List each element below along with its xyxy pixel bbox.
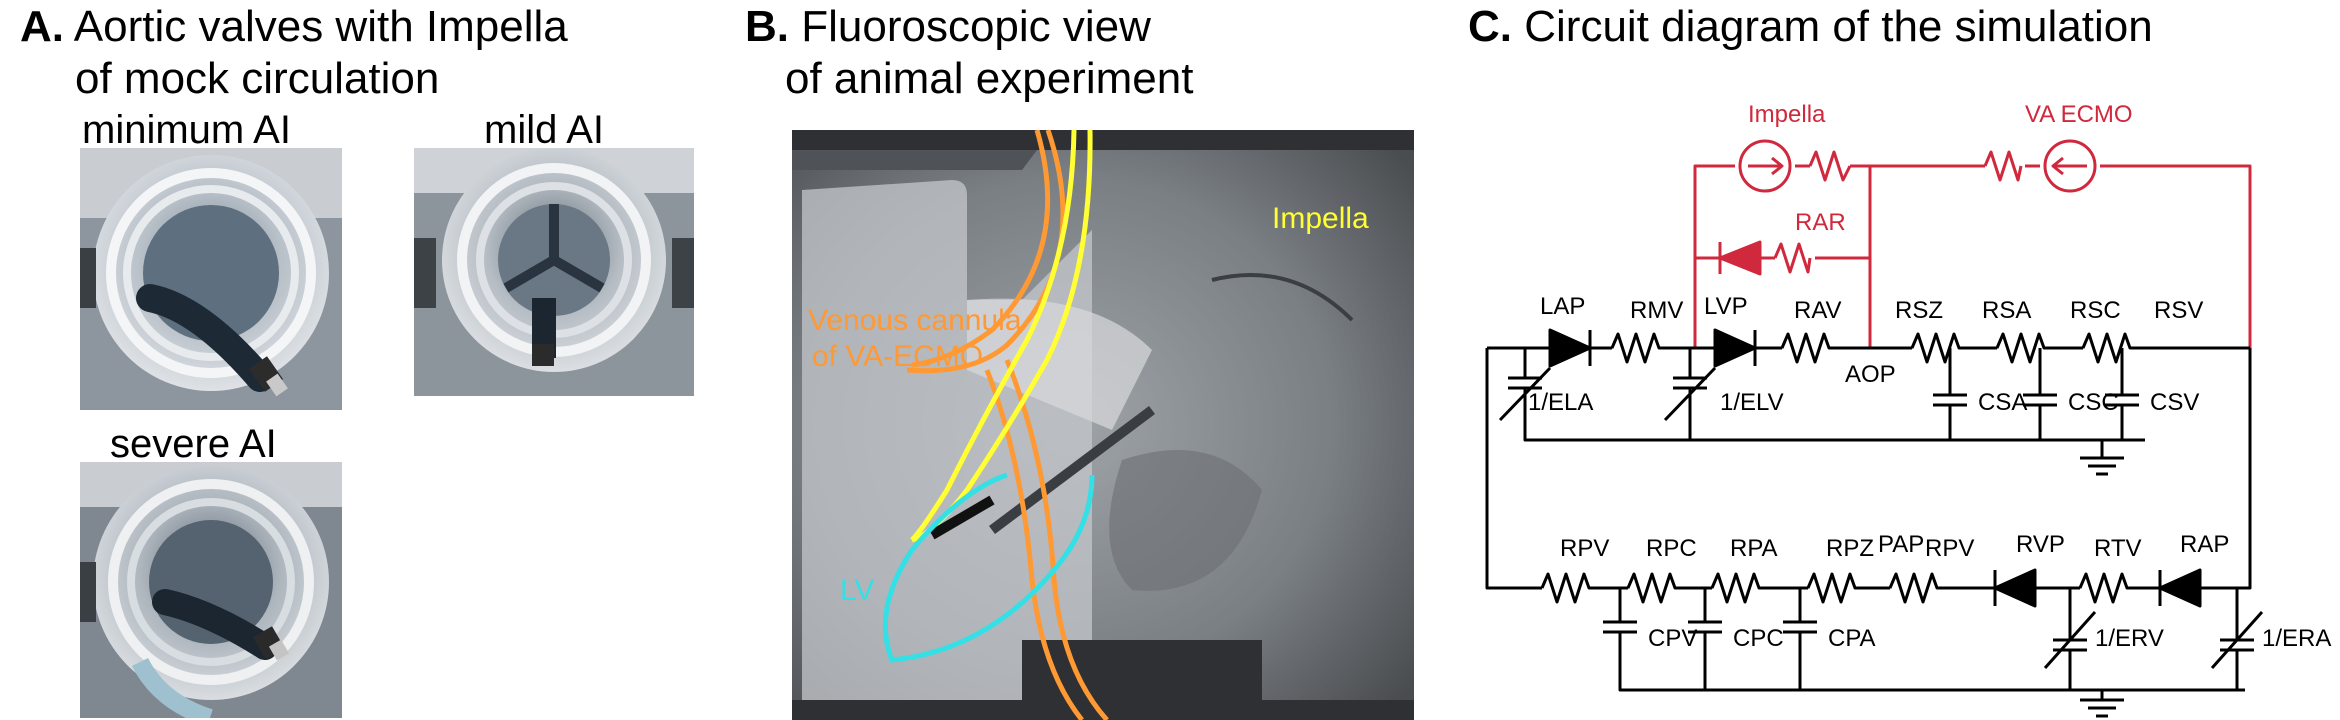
label-rav: RAV <box>1794 297 1842 324</box>
label-rmv: RMV <box>1630 297 1683 324</box>
label-impella: Impella <box>1748 101 1826 128</box>
label-rvp: RVP <box>2016 531 2065 558</box>
label-va-ecmo: VA ECMO <box>2025 101 2133 128</box>
label-aop: AOP <box>1845 361 1896 388</box>
ecmo-pump-icon <box>2043 139 2097 193</box>
label-minimum-ai: minimum AI <box>82 108 291 152</box>
annotation-venous-line1: Venous cannula <box>808 304 1022 337</box>
photo-mild-ai <box>414 148 694 396</box>
label-lap: LAP <box>1540 293 1585 320</box>
label-erv: 1/ERV <box>2095 625 2164 652</box>
label-pap: PAP <box>1878 531 1924 558</box>
mcs-loop <box>1693 150 2252 348</box>
label-rpv2: RPV <box>1925 535 1974 562</box>
label-severe-ai: severe AI <box>110 422 277 466</box>
label-csv: CSV <box>2150 389 2199 416</box>
label-rar: RAR <box>1795 209 1846 236</box>
label-cpc: CPC <box>1733 625 1784 652</box>
panel-a-title-line1: Aortic valves with Impella <box>73 2 568 51</box>
label-rsz: RSZ <box>1895 297 1943 324</box>
label-rsa: RSA <box>1982 297 2031 324</box>
label-rpa: RPA <box>1730 535 1778 562</box>
panel-b-title: B. Fluoroscopic view <box>745 2 1151 52</box>
label-rtv: RTV <box>2094 535 2142 562</box>
photo-minimum-ai <box>80 148 342 410</box>
label-era: 1/ERA <box>2262 625 2331 652</box>
label-cpv: CPV <box>1648 625 1697 652</box>
label-rsc: RSC <box>2070 297 2121 324</box>
panel-b-letter: B. <box>745 2 789 51</box>
annotation-venous-line2: of VA-ECMO <box>812 340 983 373</box>
annotation-impella: Impella <box>1272 202 1369 235</box>
label-rpz: RPZ <box>1826 535 1874 562</box>
photo-severe-ai <box>80 462 342 718</box>
panel-b-title-line2: of animal experiment <box>785 54 1194 103</box>
label-rsv: RSV <box>2154 297 2203 324</box>
label-rpc: RPC <box>1646 535 1697 562</box>
panel-a-letter: A. <box>20 2 64 51</box>
label-lvp: LVP <box>1704 293 1748 320</box>
annotation-lv: LV <box>840 574 874 607</box>
label-rap: RAP <box>2180 531 2229 558</box>
panel-c-letter: C. <box>1468 2 1512 51</box>
label-mild-ai: mild AI <box>484 108 605 152</box>
rar-diode-icon <box>1718 240 1762 276</box>
label-cpa: CPA <box>1828 625 1876 652</box>
impella-pump-icon <box>1738 139 1792 193</box>
panel-a-title: A. Aortic valves with Impella <box>20 2 568 52</box>
label-csc: CSC <box>2068 389 2119 416</box>
panel-c-title: C. Circuit diagram of the simulation <box>1468 2 2153 52</box>
panel-b-title-line1: Fluoroscopic view <box>801 2 1151 51</box>
panel-c-title-text: Circuit diagram of the simulation <box>1524 2 2153 51</box>
label-ela: 1/ELA <box>1528 389 1593 416</box>
fluoroscopic-image: Impella Venous cannula of VA-ECMO LV <box>792 130 1414 720</box>
panel-a-title-line2: of mock circulation <box>75 54 440 103</box>
label-csa: CSA <box>1978 389 2027 416</box>
label-elv: 1/ELV <box>1720 389 1784 416</box>
label-rpv1: RPV <box>1560 535 1609 562</box>
